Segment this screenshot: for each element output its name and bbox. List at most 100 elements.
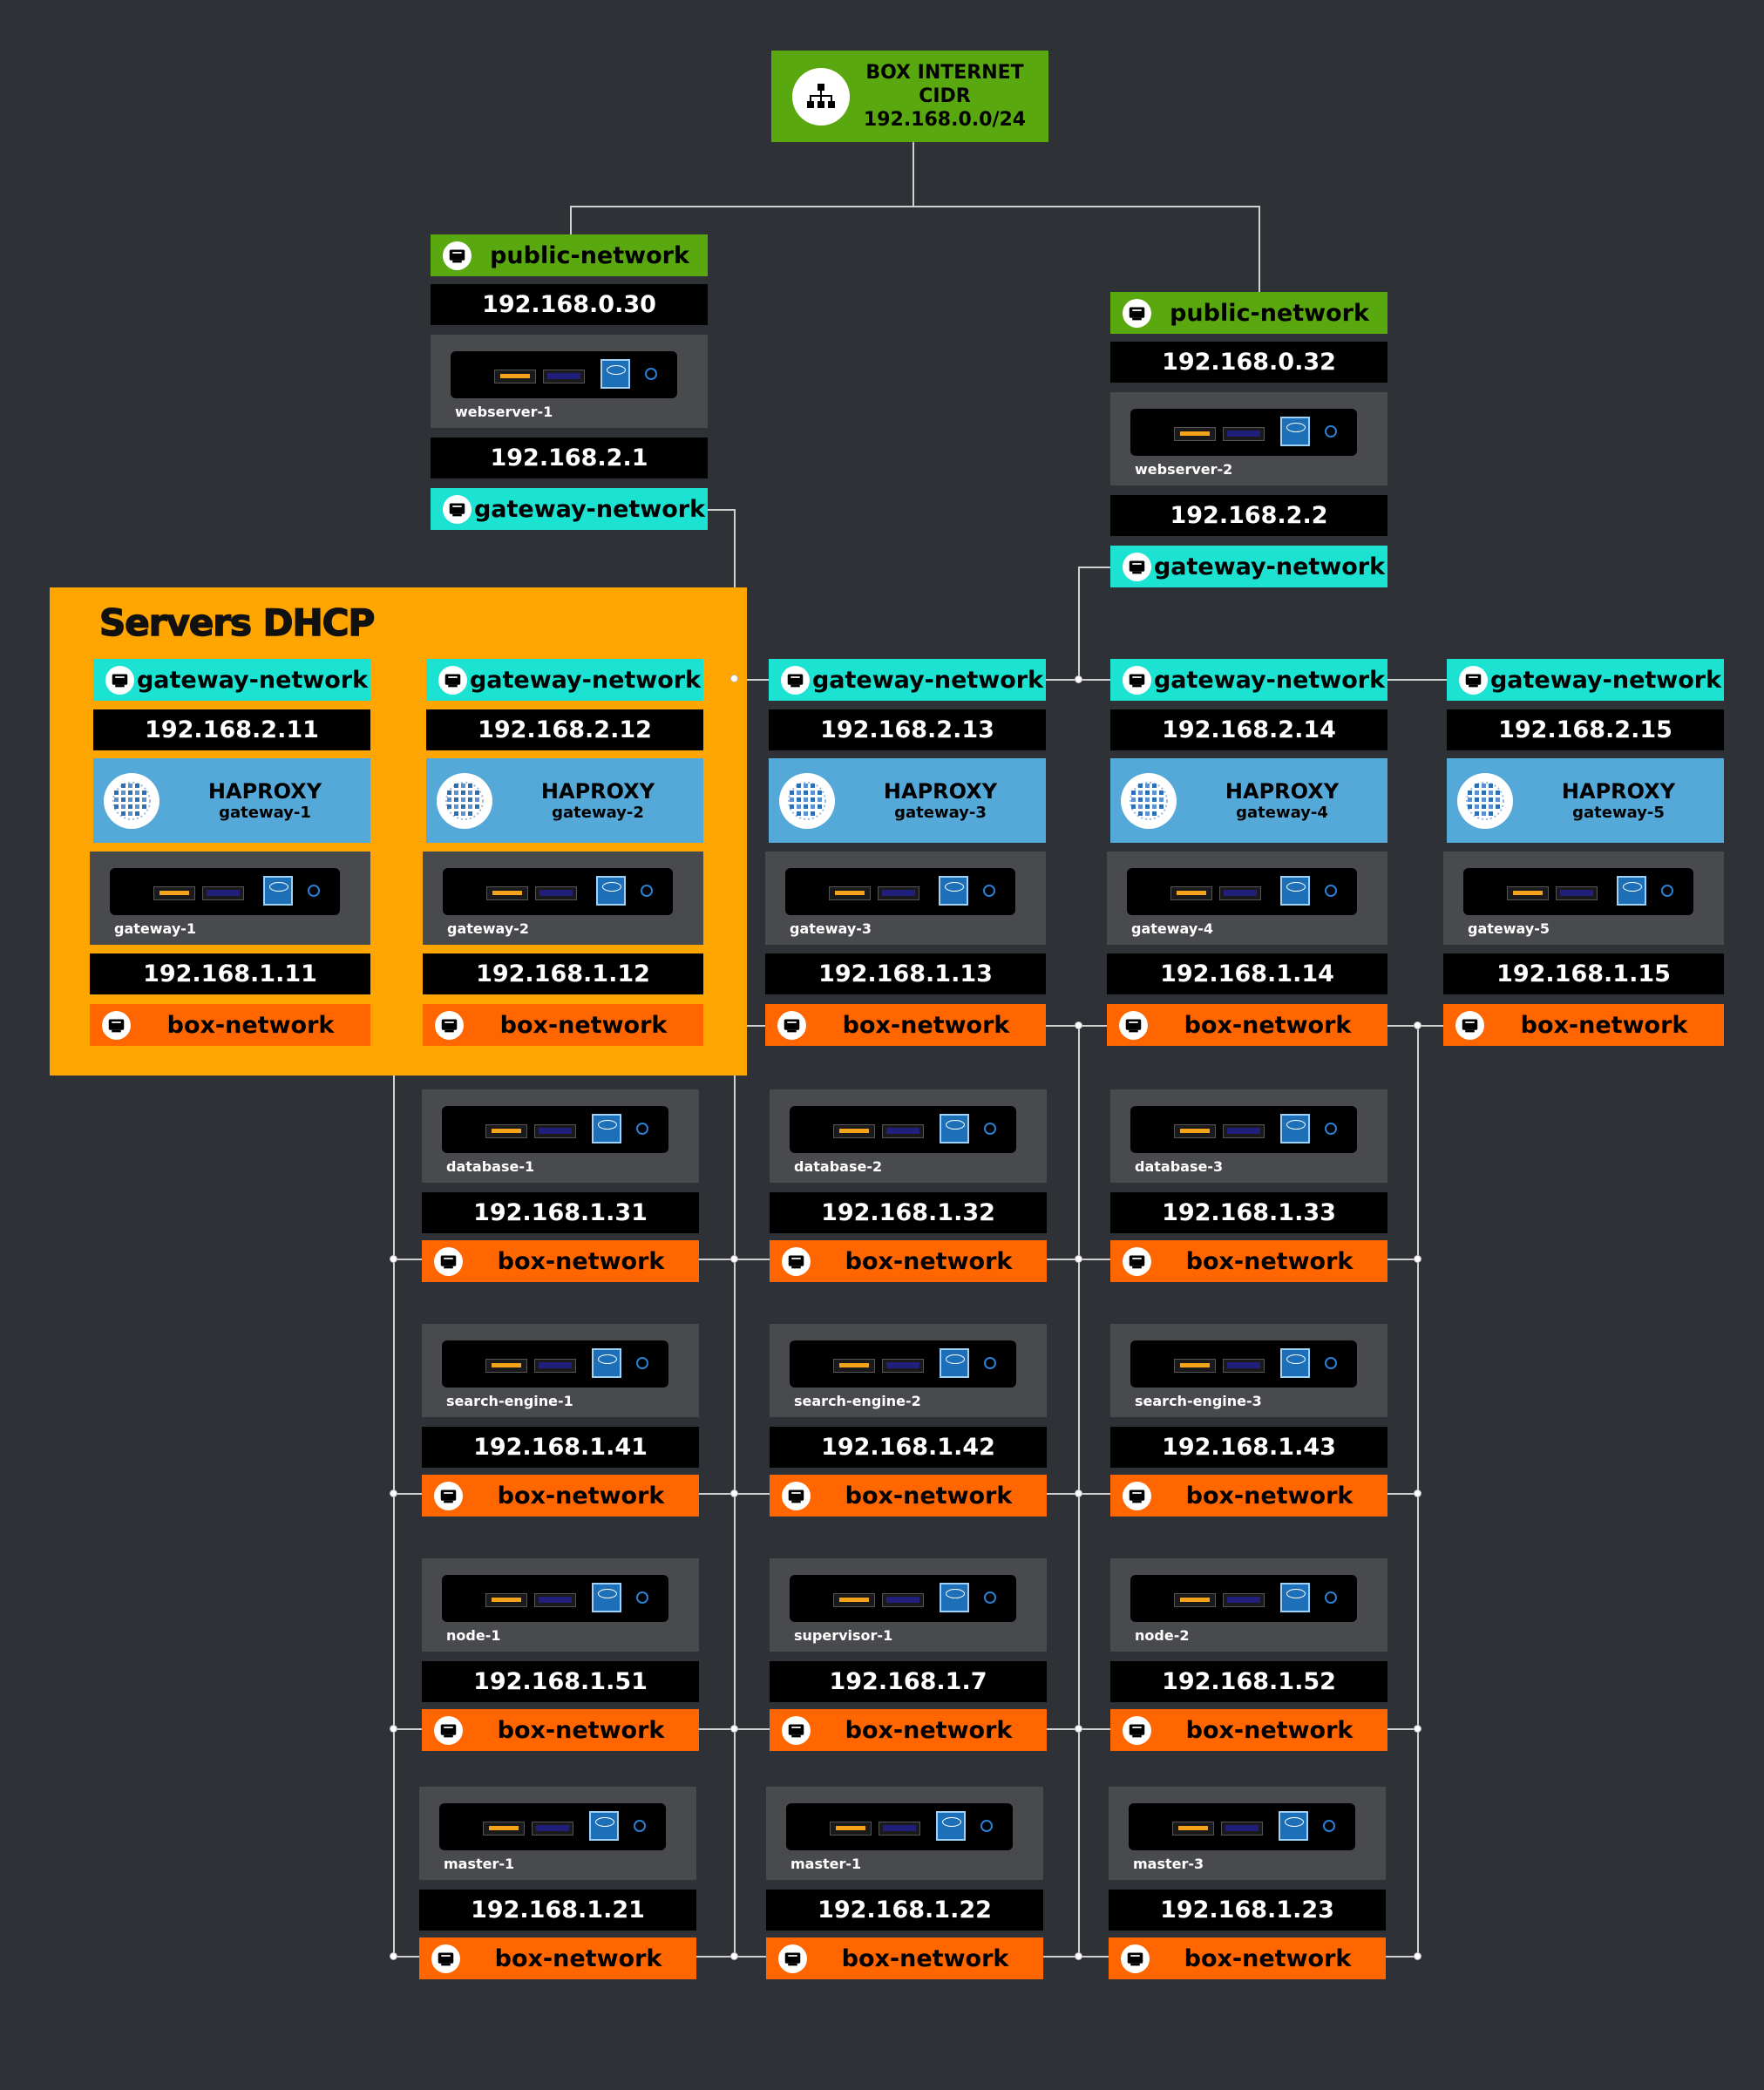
box-network-header[interactable]: box-network bbox=[1443, 1004, 1724, 1046]
power-button-icon[interactable] bbox=[636, 1591, 648, 1604]
server-search-engine-1[interactable]: search-engine-1 bbox=[422, 1324, 699, 1417]
server-database-2[interactable]: database-2 bbox=[770, 1089, 1047, 1183]
gateway-network-header-label: gateway-network bbox=[811, 666, 1044, 694]
gateway-server-2[interactable]: gateway-2 bbox=[423, 852, 703, 945]
power-button-icon[interactable] bbox=[1325, 885, 1337, 897]
box-network-header[interactable]: box-network bbox=[1107, 1004, 1387, 1046]
server-name: search-engine-1 bbox=[446, 1393, 573, 1409]
power-button-icon[interactable] bbox=[1325, 1591, 1337, 1604]
power-button-icon[interactable] bbox=[984, 1357, 996, 1369]
box-network-header[interactable]: box-network bbox=[419, 1937, 696, 1979]
server-search-engine-2[interactable]: search-engine-2 bbox=[770, 1324, 1047, 1417]
server-database-3[interactable]: database-3 bbox=[1110, 1089, 1387, 1183]
box-network-header[interactable]: box-network bbox=[770, 1475, 1047, 1517]
box-network-header[interactable]: box-network bbox=[765, 1004, 1046, 1046]
server-master-1[interactable]: master-1 bbox=[419, 1787, 696, 1880]
power-button-icon[interactable] bbox=[1325, 425, 1337, 438]
power-button-icon[interactable] bbox=[1325, 1123, 1337, 1135]
server-name: webserver-2 bbox=[1135, 461, 1233, 478]
power-button-icon[interactable] bbox=[1325, 1357, 1337, 1369]
power-button-icon[interactable] bbox=[1661, 885, 1673, 897]
gateway-network-header[interactable]: gateway-network bbox=[1110, 546, 1387, 587]
gateway-server-1[interactable]: gateway-1 bbox=[90, 852, 370, 945]
server-node-1[interactable]: node-1 bbox=[422, 1558, 699, 1652]
junction-dot bbox=[1414, 1255, 1421, 1263]
box-network-header[interactable]: box-network bbox=[1110, 1475, 1387, 1517]
haproxy-title: HAPROXY bbox=[207, 778, 322, 804]
ethernet-port-icon bbox=[782, 1246, 811, 1276]
ethernet-port-icon bbox=[1123, 665, 1151, 695]
power-button-icon[interactable] bbox=[636, 1123, 648, 1135]
server-database-1[interactable]: database-1 bbox=[422, 1089, 699, 1183]
box-network-header[interactable]: box-network bbox=[1110, 1709, 1387, 1751]
box-network-header[interactable]: box-network bbox=[1109, 1937, 1386, 1979]
ethernet-port-icon bbox=[434, 1715, 463, 1745]
power-button-icon[interactable] bbox=[645, 368, 657, 380]
box-ip: 192.168.1.21 bbox=[419, 1890, 696, 1931]
server-master-3[interactable]: master-3 bbox=[1109, 1787, 1386, 1880]
gateway-network-header[interactable]: gateway-network bbox=[431, 488, 708, 530]
server-node-2[interactable]: node-2 bbox=[1110, 1558, 1387, 1652]
gateway-network-header[interactable]: gateway-network bbox=[1110, 659, 1387, 701]
gateway-server-4[interactable]: gateway-4 bbox=[1107, 852, 1387, 945]
ethernet-port-icon bbox=[1123, 552, 1151, 581]
usb-port-icon bbox=[543, 370, 585, 383]
box-internet-node[interactable]: BOX INTERNET CIDR 192.168.0.0/24 bbox=[771, 51, 1048, 142]
server-name: node-1 bbox=[446, 1627, 501, 1644]
box-network-header[interactable]: box-network bbox=[422, 1240, 699, 1282]
power-button-icon[interactable] bbox=[984, 1123, 996, 1135]
public-network-header[interactable]: public-network bbox=[1110, 292, 1387, 334]
power-button-icon[interactable] bbox=[641, 885, 653, 897]
server-master-1[interactable]: master-1 bbox=[766, 1787, 1043, 1880]
webserver-1[interactable]: webserver-1 bbox=[431, 335, 708, 428]
server-search-engine-3[interactable]: search-engine-3 bbox=[1110, 1324, 1387, 1417]
mini-pc-icon bbox=[790, 1340, 1016, 1388]
gateway-server-5[interactable]: gateway-5 bbox=[1443, 852, 1724, 945]
box-network-header-label: box-network bbox=[842, 1011, 1010, 1039]
box-network-header-label: box-network bbox=[1520, 1011, 1688, 1039]
ethernet-port-icon bbox=[105, 665, 134, 695]
box-network-header[interactable]: box-network bbox=[1110, 1240, 1387, 1282]
power-button-icon[interactable] bbox=[636, 1357, 648, 1369]
box-network-header[interactable]: box-network bbox=[90, 1004, 370, 1046]
gateway-server-3[interactable]: gateway-3 bbox=[765, 852, 1046, 945]
power-button-icon[interactable] bbox=[634, 1820, 646, 1832]
power-button-icon[interactable] bbox=[983, 885, 995, 897]
box-network-header[interactable]: box-network bbox=[423, 1004, 703, 1046]
usb-port-icon bbox=[534, 1359, 576, 1373]
box-network-header[interactable]: box-network bbox=[770, 1240, 1047, 1282]
server-name: database-2 bbox=[794, 1158, 883, 1175]
server-name: database-1 bbox=[446, 1158, 535, 1175]
gateway-network-header[interactable]: gateway-network bbox=[93, 659, 370, 701]
webserver-2[interactable]: webserver-2 bbox=[1110, 392, 1387, 485]
junction-dot bbox=[1075, 675, 1082, 683]
gateway-network-header[interactable]: gateway-network bbox=[1447, 659, 1724, 701]
mini-pc-icon bbox=[451, 351, 677, 398]
mini-pc-icon bbox=[442, 1106, 668, 1153]
public-network-header[interactable]: public-network bbox=[431, 234, 708, 276]
box-network-header[interactable]: box-network bbox=[422, 1709, 699, 1751]
gateway-network-header[interactable]: gateway-network bbox=[769, 659, 1046, 701]
server-supervisor-1[interactable]: supervisor-1 bbox=[770, 1558, 1047, 1652]
usb-port-icon bbox=[535, 886, 577, 900]
power-button-icon[interactable] bbox=[308, 885, 320, 897]
box-network-header[interactable]: box-network bbox=[770, 1709, 1047, 1751]
box-network-header[interactable]: box-network bbox=[422, 1475, 699, 1517]
power-button-icon[interactable] bbox=[980, 1820, 993, 1832]
power-button-icon[interactable] bbox=[1323, 1820, 1335, 1832]
gateway-network-header[interactable]: gateway-network bbox=[426, 659, 703, 701]
ethernet-port-icon bbox=[443, 494, 472, 524]
usb-port-icon bbox=[485, 1359, 527, 1373]
cpu-badge-icon bbox=[1280, 1114, 1310, 1143]
power-button-icon[interactable] bbox=[984, 1591, 996, 1604]
box-network-header[interactable]: box-network bbox=[766, 1937, 1043, 1979]
usb-port-icon bbox=[882, 1359, 924, 1373]
mini-pc-icon bbox=[442, 1340, 668, 1388]
box-ip: 192.168.1.43 bbox=[1110, 1427, 1387, 1468]
usb-port-icon bbox=[878, 886, 919, 900]
